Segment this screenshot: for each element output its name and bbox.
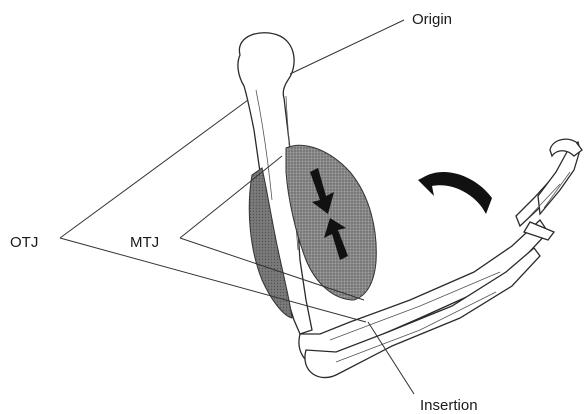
hand-bones [516, 139, 582, 240]
insertion-label: Insertion [420, 397, 478, 414]
otj-label: OTJ [10, 234, 38, 251]
flexion-rotation-arrow [418, 172, 492, 214]
origin-label: Origin [412, 11, 452, 28]
mtj-label: MTJ [130, 234, 159, 251]
